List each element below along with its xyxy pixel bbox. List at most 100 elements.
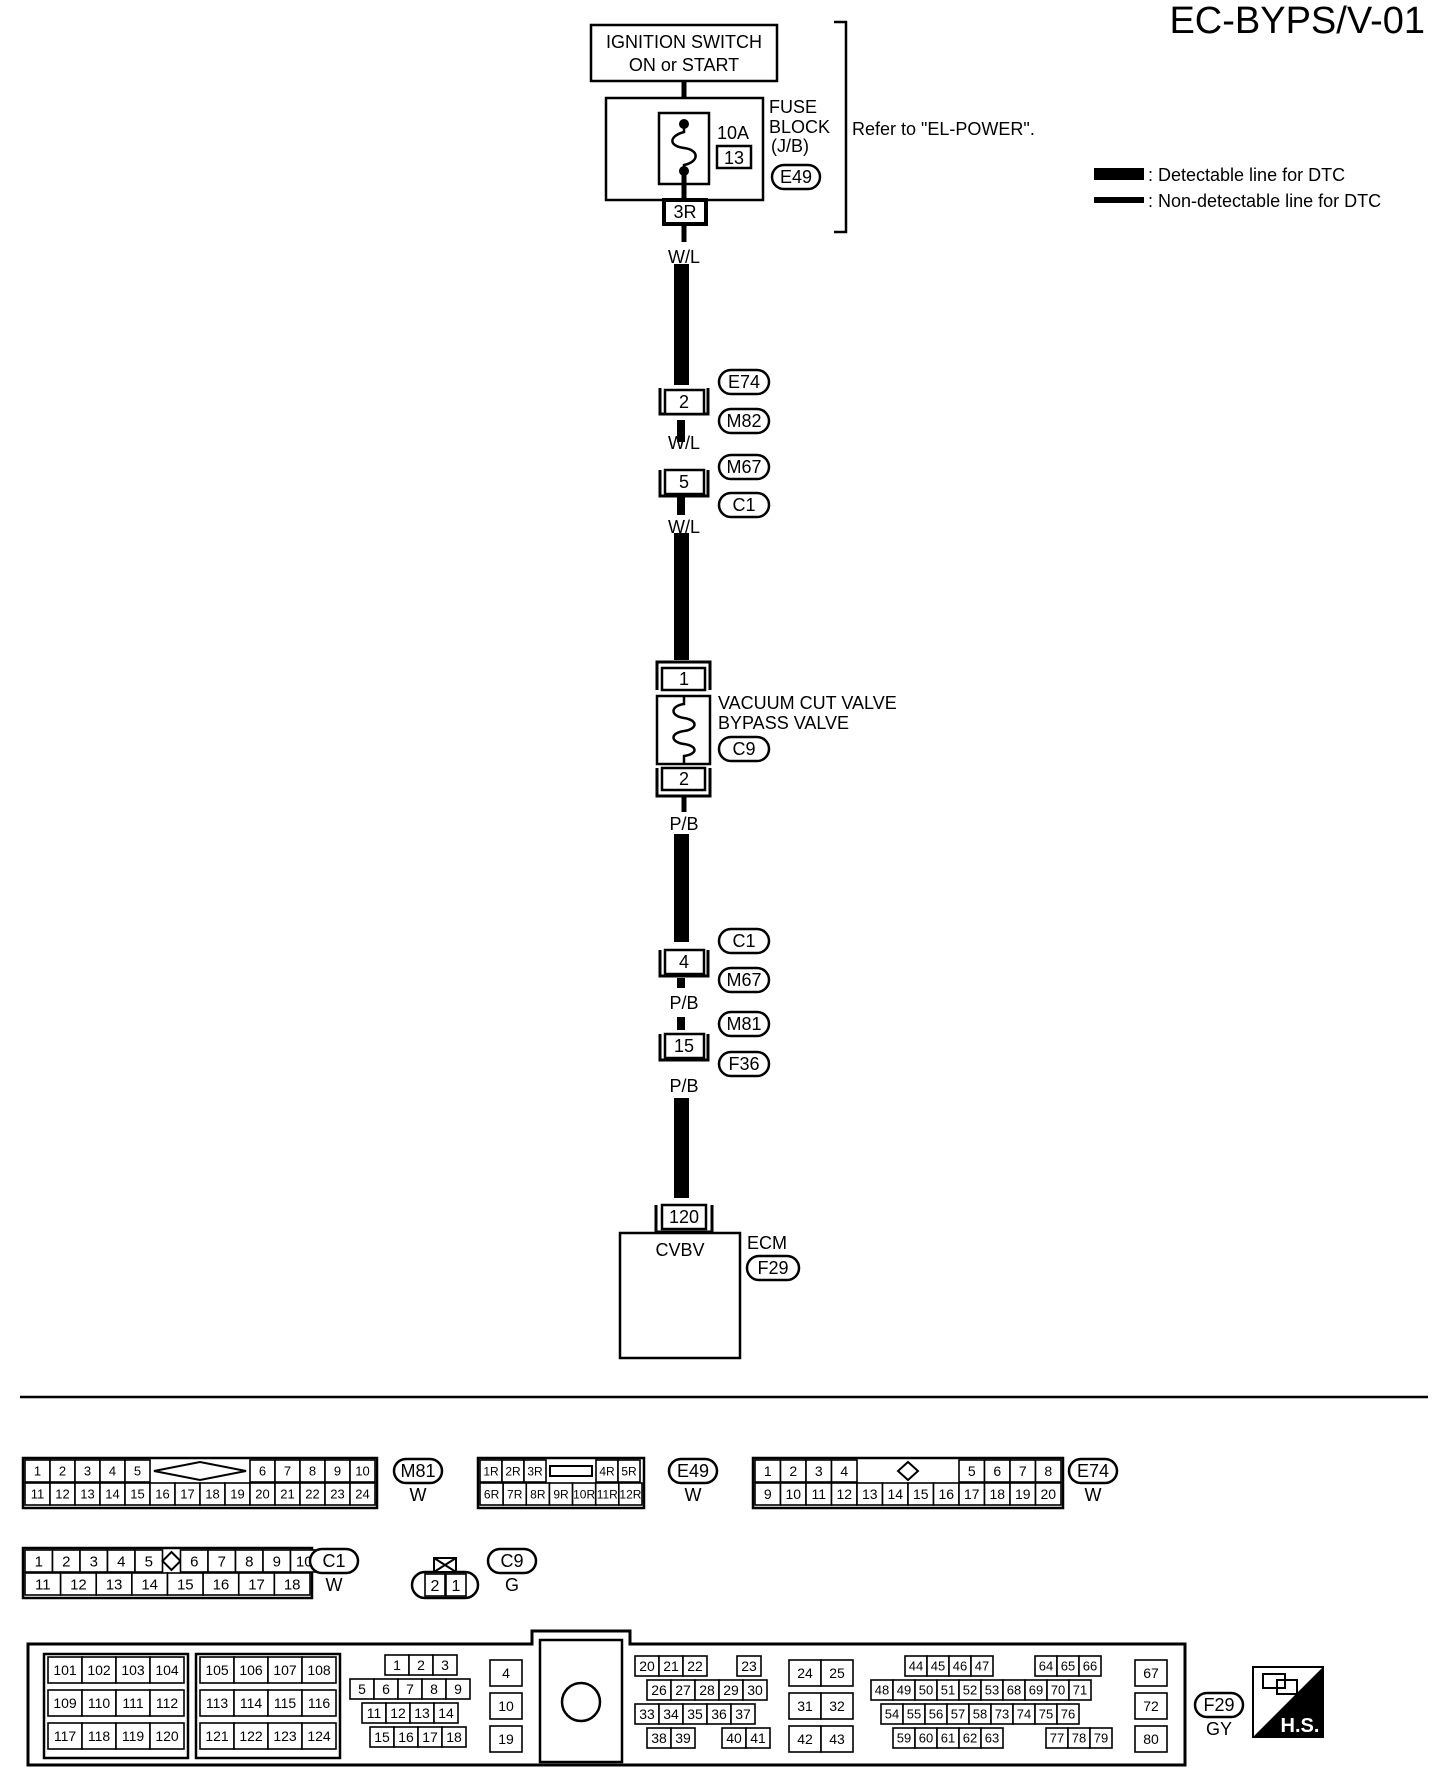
f29-pin-label: 20	[639, 1658, 655, 1674]
e74-pin-label: 8	[1044, 1463, 1052, 1479]
f29-cavity	[820, 1659, 854, 1687]
f29-cavity	[980, 1727, 1004, 1749]
m81-pin-label: 4	[109, 1464, 116, 1479]
e74-pin-label: 12	[836, 1486, 852, 1502]
f29-pin-label: 121	[205, 1728, 229, 1744]
e74-pin-label: 4	[840, 1463, 848, 1479]
c1-pin-label: 8	[245, 1553, 253, 1570]
joint-connector-m67-c1: 5 M67 C1	[658, 453, 771, 519]
f29-pin-label: 28	[699, 1682, 715, 1698]
f29-pin-label: 107	[273, 1662, 297, 1678]
c1-pin-label: 13	[106, 1576, 123, 1593]
f29-cavity	[301, 1689, 337, 1717]
f29-pin-label: 111	[122, 1695, 143, 1711]
joint4-lower-connector: F36	[728, 1054, 759, 1074]
c1-pin-label: 7	[218, 1553, 226, 1570]
joint3-upper-connector: C1	[732, 931, 755, 951]
e74-pin-label: 3	[815, 1463, 823, 1479]
e74-pin-label: 2	[789, 1463, 797, 1479]
f29-pin-label: 46	[953, 1659, 967, 1674]
m81-cavity	[124, 1459, 151, 1483]
e74-cavity	[1034, 1459, 1062, 1483]
e49-cavity	[523, 1459, 547, 1483]
connector-outline	[42, 1652, 190, 1760]
f29-pin-label: 41	[750, 1730, 766, 1746]
e49-cavity	[618, 1482, 643, 1506]
f29-pin-label: 51	[941, 1683, 955, 1698]
f29-pin-label: 58	[973, 1707, 987, 1722]
f29-pin-label: 69	[1029, 1683, 1043, 1698]
f29-pin-label: 76	[1061, 1707, 1075, 1722]
legend-detectable: : Detectable line for DTC	[1148, 165, 1345, 185]
ignition-switch-state: ON or START	[629, 55, 739, 75]
f29-pin-label: 45	[931, 1659, 945, 1674]
f29-cavity	[199, 1689, 235, 1717]
c9-cavity	[424, 1573, 446, 1597]
m81-color: W	[410, 1485, 427, 1505]
f29-cavity	[736, 1655, 762, 1677]
f29-cavity	[267, 1689, 303, 1717]
f29-pin-label: 105	[205, 1662, 229, 1678]
f29-cavity	[432, 1654, 458, 1676]
connector-outline	[194, 1652, 342, 1760]
f29-pin-label: 78	[1072, 1731, 1086, 1746]
f29-pin-label: 38	[651, 1730, 667, 1746]
c9-cavity	[445, 1573, 467, 1597]
f29-cavity	[1078, 1655, 1102, 1677]
c1-key-diamond	[161, 1550, 182, 1572]
f29-cavity	[445, 1678, 471, 1700]
joint-connector-m81-f36: 15 M81 F36	[658, 1010, 771, 1078]
f29-cavity	[441, 1726, 467, 1748]
f29-cavity	[1056, 1703, 1080, 1725]
c1-pin-label: 1	[35, 1553, 43, 1570]
f29-color: GY	[1206, 1719, 1232, 1739]
valve-terminal-top: 1	[679, 669, 689, 689]
f29-pin-label: 49	[897, 1683, 911, 1698]
f29-pin-label: 43	[829, 1731, 845, 1747]
c1-id-pill	[308, 1547, 360, 1575]
e49-id-pill	[667, 1457, 719, 1485]
f29-cavity	[301, 1656, 337, 1684]
harness-symbol-label: H.S.	[1281, 1715, 1320, 1737]
c1-pin-label: 11	[35, 1576, 51, 1593]
vacuum-cut-valve-bypass-valve: 1 2 VACUUM CUT VALVE BYPASS VALVE C9	[655, 660, 897, 798]
f29-bolt-hole	[560, 1681, 602, 1723]
m81-pin-label: 10	[355, 1464, 369, 1479]
f29-pin-label: 106	[239, 1662, 263, 1678]
m81-pin-label: 8	[309, 1464, 316, 1479]
f29-pin-label: 56	[929, 1707, 943, 1722]
f29-pin-label: 75	[1039, 1707, 1053, 1722]
f29-pin-label: 7	[406, 1681, 414, 1697]
f29-cavity	[745, 1727, 771, 1749]
f29-cavity	[47, 1689, 83, 1717]
c9-id: C9	[500, 1551, 523, 1571]
m81-pin-label: 7	[284, 1464, 291, 1479]
f29-pin-label: 53	[985, 1683, 999, 1698]
m81-key-diamond	[153, 1460, 247, 1482]
e74-color: W	[1085, 1485, 1102, 1505]
f29-pin-label: 11	[367, 1705, 382, 1721]
f29-pin-label: 115	[274, 1695, 297, 1711]
m81-pin-label: 11	[31, 1487, 45, 1502]
f29-pin-label: 64	[1039, 1659, 1053, 1674]
f29-pin-label: 103	[121, 1662, 145, 1678]
f29-cavity	[1089, 1727, 1113, 1749]
ecm-signal-name: CVBV	[655, 1240, 704, 1260]
wire-color-3: W/L	[668, 517, 700, 537]
f29-pin-label: 10	[498, 1698, 514, 1714]
f29-pin-label: 61	[941, 1731, 955, 1746]
f29-pin-label: 66	[1083, 1659, 1097, 1674]
f29-pin-label: 114	[240, 1695, 263, 1711]
f29-cavity	[489, 1692, 523, 1720]
harness-wire	[674, 264, 689, 1198]
f29-housing	[26, 1629, 1187, 1767]
joint1-upper-connector: E74	[728, 372, 760, 392]
ecm-terminal: 120	[669, 1207, 699, 1227]
m81-pin-label: 24	[355, 1487, 369, 1502]
e49-pin-label: 4R	[599, 1464, 615, 1478]
c1-pin-label: 12	[70, 1576, 87, 1593]
e74-pin-label: 7	[1019, 1463, 1027, 1479]
